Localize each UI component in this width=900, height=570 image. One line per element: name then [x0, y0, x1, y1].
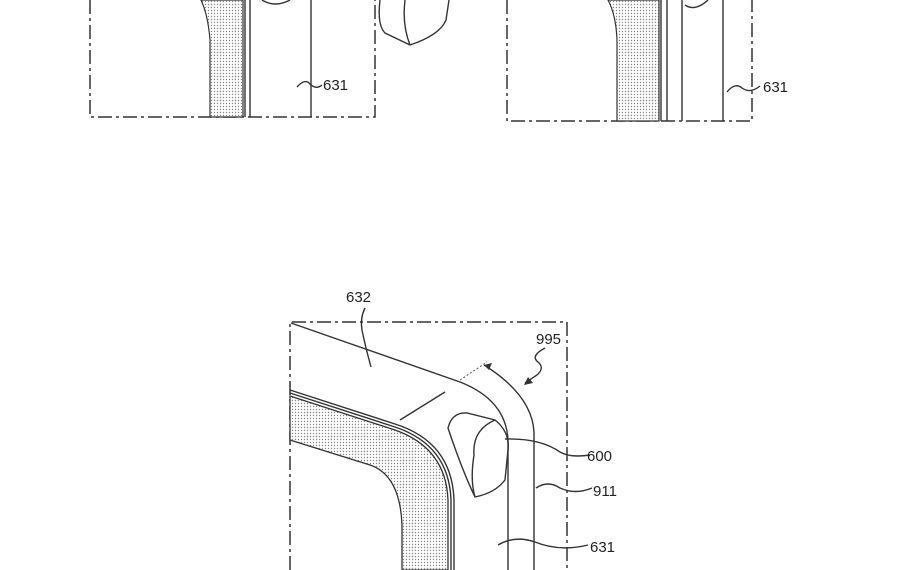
shaded-layer: [200, 0, 244, 118]
shaded-layer: [607, 0, 660, 122]
shaded-layer: [289, 395, 449, 570]
figure-top-left: 631: [89, 0, 450, 118]
frame-911: [483, 364, 535, 570]
label-995: 995: [536, 331, 561, 348]
label-632: 632: [346, 289, 371, 306]
figure-bottom: 632 995 600 911 631: [289, 289, 617, 570]
label-631: 631: [763, 79, 788, 96]
component-600: [447, 412, 509, 498]
label-600: 600: [587, 448, 612, 465]
dashed-boundary: [289, 321, 568, 570]
label-631: 631: [590, 539, 615, 556]
label-631: 631: [323, 77, 348, 94]
figure-top-right: 631: [506, 0, 788, 122]
label-911: 911: [593, 483, 617, 500]
